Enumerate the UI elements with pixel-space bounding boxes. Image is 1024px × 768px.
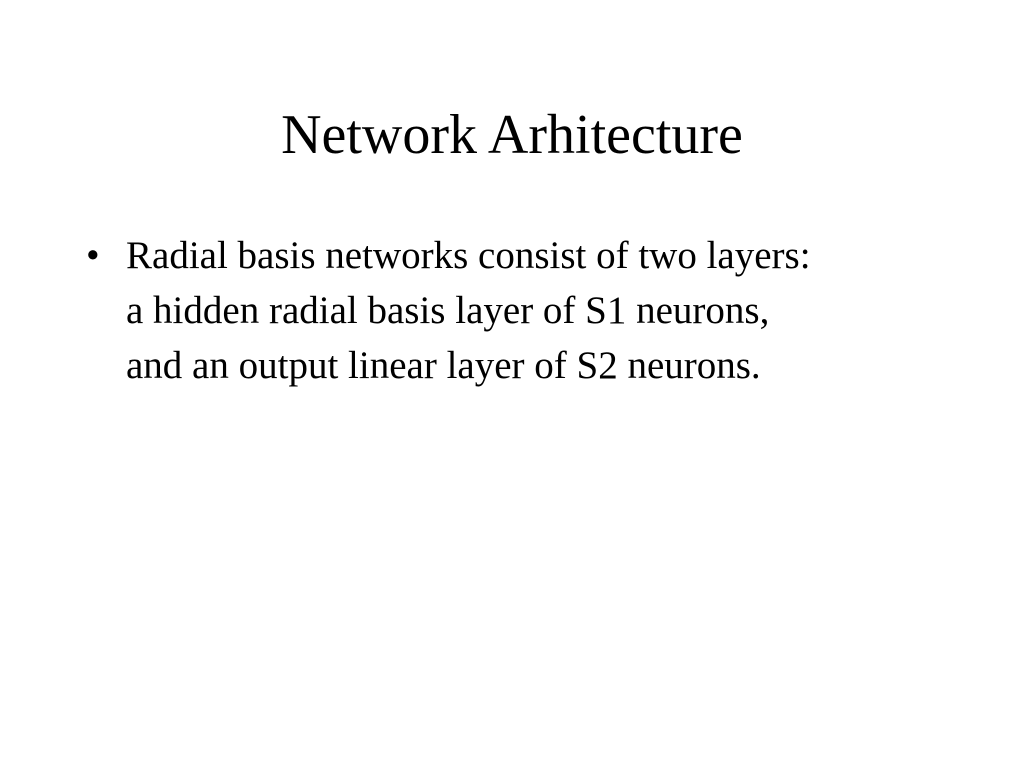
bullet-item: • Radial basis networks consist of two l… (82, 228, 962, 393)
bullet-text: Radial basis networks consist of two lay… (126, 228, 811, 393)
bullet-marker: • (86, 234, 100, 277)
slide-title: Network Arhitecture (281, 104, 743, 166)
bullet-line: Radial basis networks consist of two lay… (126, 234, 811, 277)
bullet-list: • Radial basis networks consist of two l… (82, 228, 962, 393)
bullet-line: and an output linear layer of S2 neurons… (126, 344, 761, 387)
bullet-line: a hidden radial basis layer of S1 neuron… (126, 289, 770, 332)
